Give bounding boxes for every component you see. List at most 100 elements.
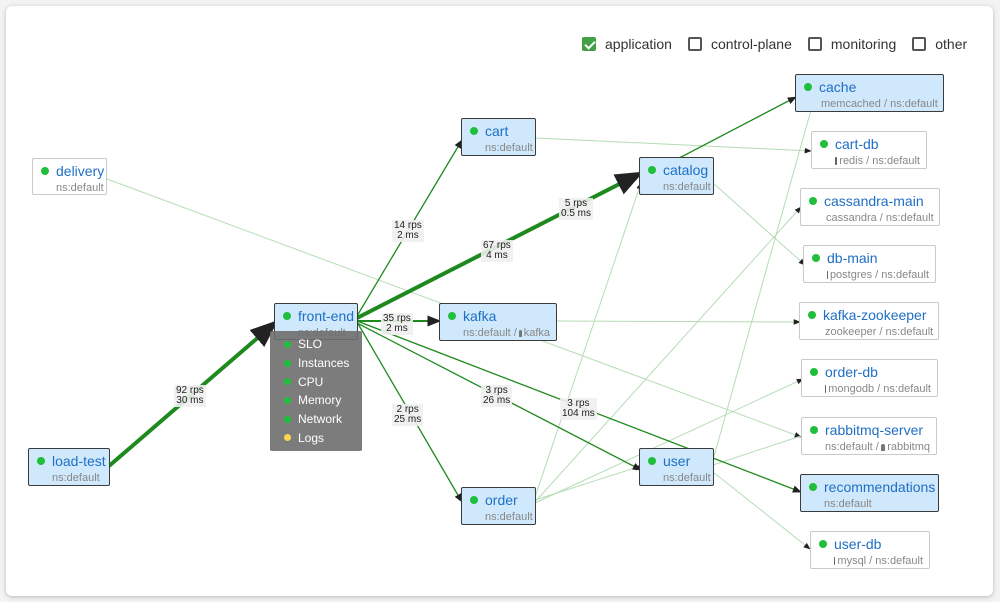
edge-latency: 104 ms: [562, 408, 595, 419]
menu-item-network[interactable]: Network: [270, 410, 362, 429]
status-ok-icon: [470, 496, 478, 504]
node-cart-db[interactable]: cart-db redis / ns:default: [811, 131, 927, 169]
menu-item-label: Network: [298, 412, 343, 427]
node-order[interactable]: order ns:default: [461, 487, 536, 525]
node-context-menu: SLO Instances CPU Memory Network Logs: [270, 331, 362, 451]
edge-latency: 26 ms: [483, 395, 511, 406]
menu-item-slo[interactable]: SLO: [270, 335, 362, 354]
node-user-db[interactable]: user-db mysql / ns:default: [810, 531, 930, 569]
node-namespace: ns:default: [485, 142, 533, 154]
edge-rps: 3 rps: [567, 398, 590, 409]
node-namespace: ns:default: [56, 182, 104, 194]
node-namespace-text: postgres / ns:default: [829, 269, 929, 281]
node-db-main[interactable]: db-main postgres / ns:default: [803, 245, 936, 283]
edge-latency: 30 ms: [176, 395, 204, 406]
status-ok-icon: [284, 396, 291, 404]
node-namespace: ns:default: [824, 498, 872, 510]
status-ok-icon: [819, 540, 827, 548]
node-cart[interactable]: cart ns:default: [461, 118, 536, 156]
node-name: db-main: [827, 250, 878, 266]
menu-item-label: Memory: [298, 393, 342, 408]
menu-item-label: Logs: [298, 430, 325, 445]
node-name: user-db: [834, 536, 882, 552]
edge-latency: 4 ms: [486, 250, 508, 261]
node-namespace: memcached / ns:default: [804, 98, 938, 110]
node-order-db[interactable]: order-db mongodb / ns:default: [801, 359, 938, 397]
edge-user-cache: [712, 109, 812, 461]
edge-user-userdb: [712, 471, 811, 550]
status-ok-icon: [37, 457, 45, 465]
node-cassandra-main[interactable]: cassandra-main cassandra / ns:default: [800, 188, 940, 226]
service-text: rabbitmq: [887, 441, 930, 453]
application-checkbox-icon[interactable]: [582, 37, 596, 51]
status-ok-icon: [284, 415, 291, 423]
menu-item-logs[interactable]: Logs: [270, 428, 362, 447]
status-ok-icon: [284, 340, 291, 348]
edge-cart-cartdb: [535, 137, 812, 154]
node-user[interactable]: user ns:default: [639, 448, 714, 486]
status-ok-icon: [808, 311, 816, 319]
node-namespace-text: zookeeper / ns:default: [825, 326, 934, 338]
namespace-text: ns:default /: [463, 327, 517, 339]
node-namespace: redis / ns:default: [820, 155, 920, 167]
filter-label: monitoring: [830, 36, 897, 52]
node-catalog[interactable]: catalog ns:default: [639, 157, 714, 195]
node-name: catalog: [663, 162, 709, 178]
filter-control-plane[interactable]: control-plane: [687, 36, 792, 52]
node-namespace: zookeeper / ns:default: [808, 326, 934, 338]
node-delivery[interactable]: delivery ns:default: [32, 158, 107, 195]
node-name: cache: [819, 79, 857, 95]
status-ok-icon: [283, 312, 291, 320]
node-name: cart-db: [835, 136, 879, 152]
node-cache[interactable]: cache memcached / ns:default: [795, 74, 944, 112]
edge-order-catalog: [534, 182, 642, 498]
menu-item-cpu[interactable]: CPU: [270, 372, 362, 391]
other-checkbox-icon[interactable]: [912, 37, 927, 51]
node-name: kafka: [463, 308, 497, 324]
node-name: load-test: [52, 453, 106, 469]
node-name: kafka-zookeeper: [823, 307, 927, 323]
edge-kafka-zookeeper: [556, 319, 801, 325]
status-ok-icon: [470, 127, 478, 135]
edge-rps: 2 rps: [396, 404, 419, 415]
menu-item-label: SLO: [298, 337, 323, 352]
filter-monitoring[interactable]: monitoring: [807, 36, 897, 52]
database-icon: [827, 271, 828, 279]
edge-latency: 2 ms: [397, 230, 419, 241]
service-text: kafka: [523, 327, 550, 339]
control-plane-checkbox-icon[interactable]: [687, 37, 702, 51]
node-recommendations[interactable]: recommendations ns:default: [800, 474, 939, 512]
node-namespace: ns:default: [663, 472, 711, 484]
edge-rps: 35 rps: [383, 313, 411, 324]
database-icon: [825, 385, 827, 393]
status-ok-icon: [648, 457, 656, 465]
node-kafka[interactable]: kafka ns:default / kafka: [439, 303, 557, 341]
edge-rps: 14 rps: [394, 220, 422, 231]
edge-order-user: [534, 465, 642, 501]
node-namespace-text: memcached / ns:default: [821, 98, 938, 110]
filter-application[interactable]: application: [582, 36, 672, 52]
node-namespace: ns:default /rabbitmq: [810, 441, 930, 453]
node-load-test[interactable]: load-test ns:default: [28, 448, 110, 486]
node-kafka-zookeeper[interactable]: kafka-zookeeper zookeeper / ns:default: [799, 302, 939, 340]
node-name: front-end: [298, 308, 355, 324]
menu-item-memory[interactable]: Memory: [270, 391, 362, 410]
status-ok-icon: [810, 368, 818, 376]
node-name: user: [663, 453, 691, 469]
node-namespace: cassandra / ns:default: [809, 212, 934, 224]
menu-item-label: Instances: [298, 356, 350, 371]
status-ok-icon: [810, 426, 818, 434]
monitoring-checkbox-icon[interactable]: [807, 37, 822, 51]
status-ok-icon: [284, 378, 291, 386]
node-name: cassandra-main: [824, 193, 924, 209]
node-name: recommendations: [824, 479, 936, 495]
menu-item-instances[interactable]: Instances: [270, 354, 362, 373]
node-name: order-db: [825, 364, 878, 380]
node-rabbitmq-server[interactable]: rabbitmq-server ns:default /rabbitmq: [801, 417, 937, 455]
filter-other[interactable]: other: [912, 36, 967, 52]
